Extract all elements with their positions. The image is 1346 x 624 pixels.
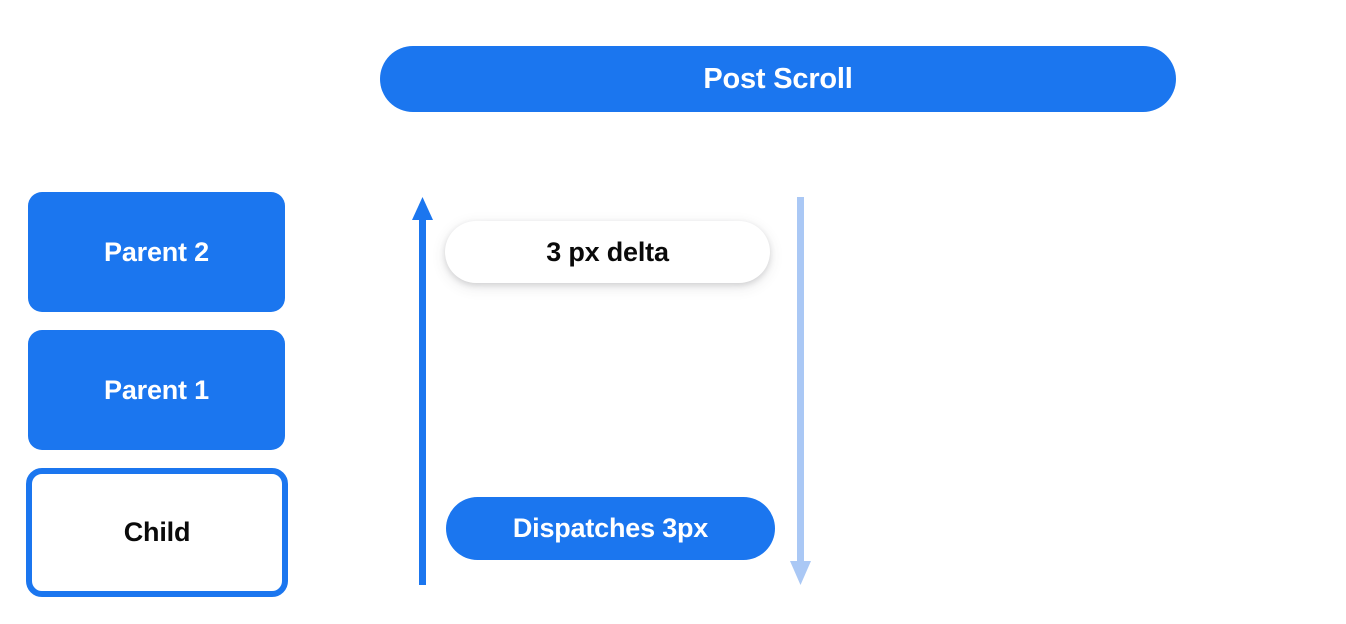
post-scroll-header: Post Scroll: [380, 46, 1176, 112]
page-title: Post Scroll: [703, 62, 853, 95]
node-parent-1: Parent 1: [28, 330, 285, 450]
dispatch-badge: Dispatches 3px: [446, 497, 775, 560]
arrow-down-icon: [787, 195, 815, 592]
delta-badge: 3 px delta: [445, 221, 770, 283]
delta-badge-label: 3 px delta: [546, 236, 669, 267]
dispatch-badge-label: Dispatches 3px: [512, 513, 709, 543]
node-stack: Parent 2 Parent 1 Child: [26, 192, 288, 597]
arrow-up-icon: [409, 195, 437, 592]
node-parent-1-label: Parent 1: [104, 374, 209, 405]
node-child-label: Child: [123, 517, 191, 547]
node-parent-2: Parent 2: [28, 192, 285, 312]
node-child: Child: [26, 468, 288, 597]
node-parent-2-label: Parent 2: [104, 236, 209, 267]
